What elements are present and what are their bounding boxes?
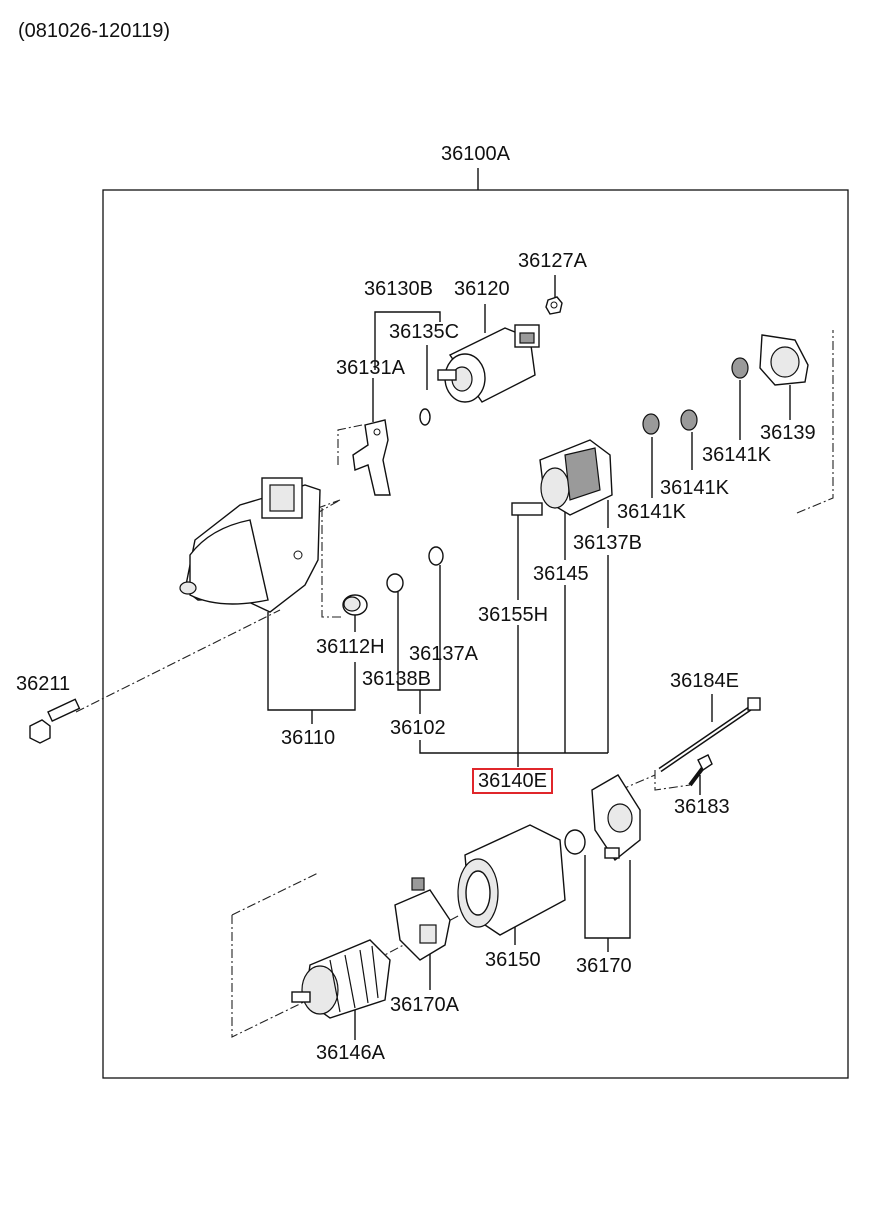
part-label-36140E-highlighted[interactable]: 36140E [472,768,553,794]
part-label-36131A[interactable]: 36131A [336,357,405,379]
part-label-36112H[interactable]: 36112H [316,636,385,658]
part-label-36130B[interactable]: 36130B [364,278,433,300]
part-label-36183[interactable]: 36183 [674,796,730,818]
nut [545,296,563,315]
part-label-36184E[interactable]: 36184E [670,670,739,692]
part-label-36141K-1[interactable]: 36141K [702,444,771,466]
solenoid-switch [437,324,540,403]
washer-a [386,573,404,593]
leader-lines [267,275,791,1040]
part-label-36137A[interactable]: 36137A [409,643,478,665]
starter-front-housing [179,477,321,613]
planetary-gears [642,357,749,435]
part-label-36141K-2[interactable]: 36141K [660,477,729,499]
part-label-36211[interactable]: 36211 [16,673,71,695]
armature [291,939,391,1019]
assembly-frame [102,189,849,1079]
washer-b [428,546,444,566]
part-label-36139[interactable]: 36139 [760,422,816,444]
screw [688,754,713,787]
date-range-text: (081026-120119) [18,20,170,42]
assembly-label[interactable]: 36100A [441,143,510,165]
part-label-36120[interactable]: 36120 [454,278,510,300]
brush-holder [394,877,451,961]
part-label-36138B[interactable]: 36138B [362,668,431,690]
part-label-36150[interactable]: 36150 [485,949,541,971]
bushing [342,594,368,616]
rear-bracket [564,774,641,862]
gear-cover [759,334,809,386]
pin [419,408,431,426]
part-label-36170[interactable]: 36170 [576,955,632,977]
part-label-36110[interactable]: 36110 [281,727,336,749]
part-label-36145[interactable]: 36145 [533,563,589,585]
part-label-36137B[interactable]: 36137B [573,532,642,554]
part-label-36135C[interactable]: 36135C [389,321,460,343]
part-label-36146A[interactable]: 36146A [316,1042,385,1064]
part-label-36141K-3[interactable]: 36141K [617,501,686,523]
part-label-36127A[interactable]: 36127A [518,250,587,272]
yoke-assembly [457,824,566,936]
part-label-36102[interactable]: 36102 [390,717,446,739]
shift-lever [352,419,391,496]
part-label-36170A[interactable]: 36170A [390,994,459,1016]
through-bolt [658,697,761,773]
part-label-36155H[interactable]: 36155H [478,604,549,626]
overrunning-clutch [511,439,613,516]
bolt-36211 [29,698,81,744]
